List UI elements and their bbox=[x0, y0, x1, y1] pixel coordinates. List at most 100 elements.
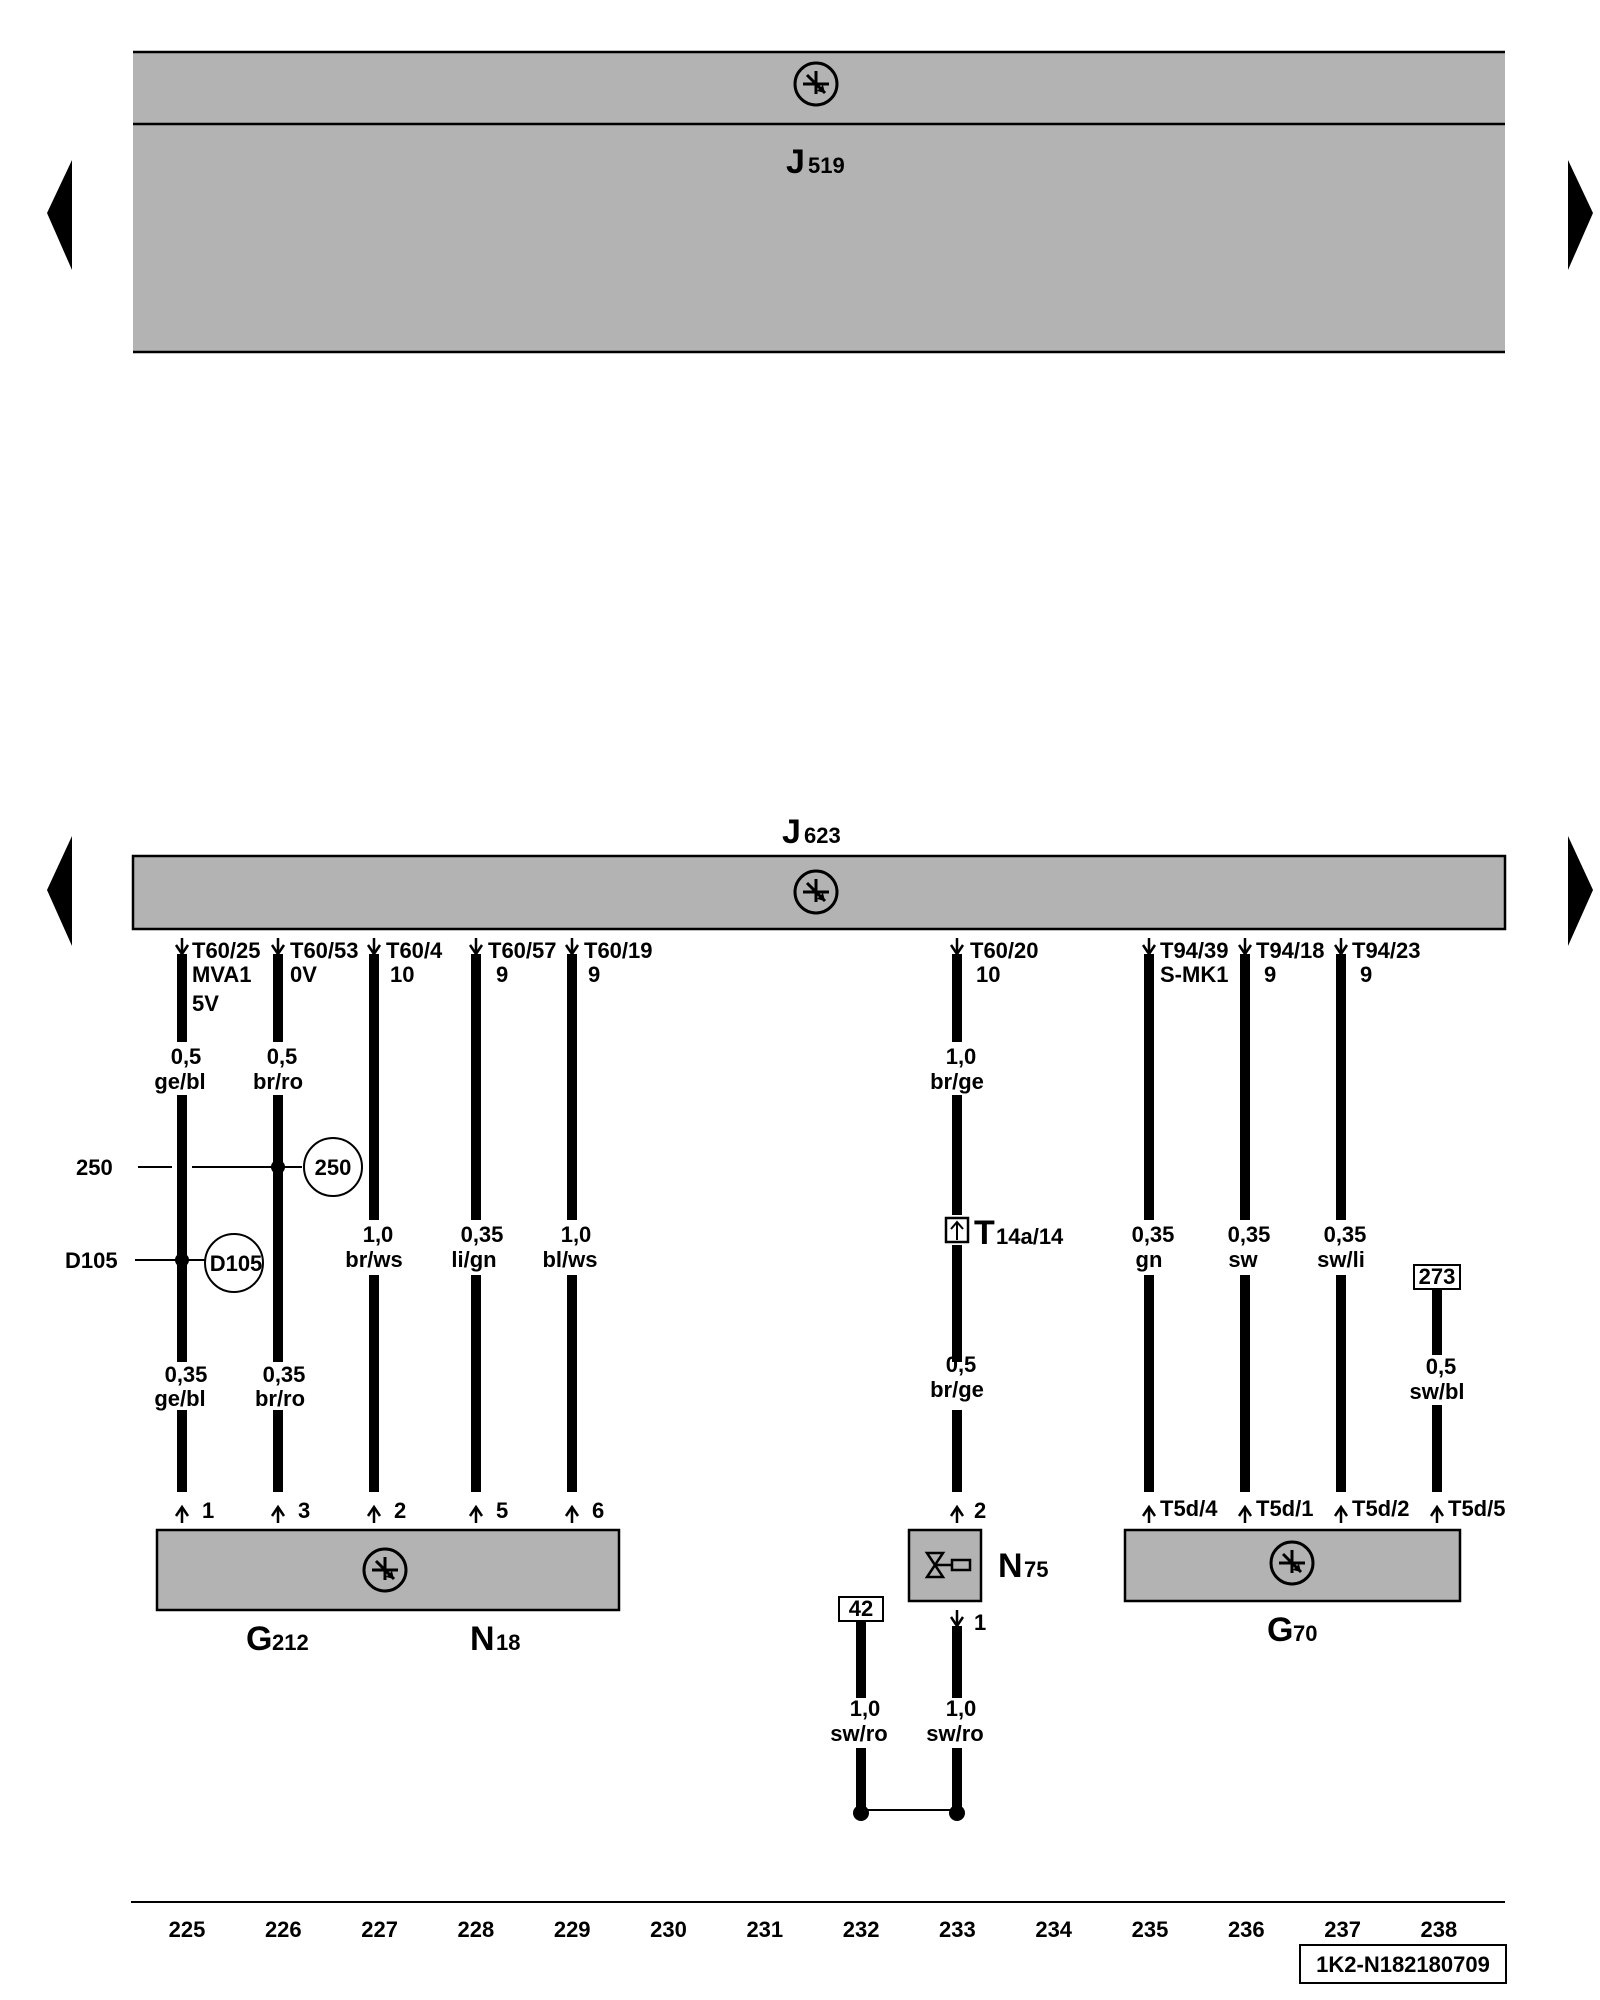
wire-color: sw/ro bbox=[926, 1721, 983, 1746]
wire-233[interactable]: T60/20 10 1,0 br/ge 0,5 br/ge 2 bbox=[930, 936, 1039, 1525]
wire-size: 0,35 bbox=[263, 1362, 306, 1387]
wire-size: 0,35 bbox=[165, 1362, 208, 1387]
wire-color: gn bbox=[1136, 1247, 1163, 1272]
wire-color: br/ge bbox=[930, 1377, 984, 1402]
pin-label: T60/20 bbox=[970, 938, 1039, 963]
wire-color: ge/bl bbox=[154, 1069, 205, 1094]
wire-225[interactable]: T60/25 MVA1 5V 0,5 ge/bl 0,35 ge/bl 1 bbox=[154, 936, 261, 1525]
pin-label: 9 bbox=[1264, 962, 1276, 987]
track-number: 230 bbox=[650, 1917, 687, 1942]
pin-label: T60/4 bbox=[386, 938, 443, 963]
component-g212-n18: G 212 N 18 bbox=[155, 1528, 621, 1658]
track-number: 237 bbox=[1324, 1917, 1361, 1942]
pin-label: T60/53 bbox=[290, 938, 359, 963]
pin-label: T94/18 bbox=[1256, 938, 1325, 963]
wire-228[interactable]: T60/57 9 0,35 li/gn 5 bbox=[451, 936, 557, 1525]
doc-id-label: 1K2-N182180709 bbox=[1316, 1952, 1490, 1977]
splice-circle-label: 250 bbox=[315, 1155, 352, 1180]
wire-color: br/ro bbox=[255, 1386, 305, 1411]
wire-size: 1,0 bbox=[850, 1696, 881, 1721]
wire-227[interactable]: T60/4 10 1,0 br/ws 2 bbox=[345, 936, 443, 1525]
pin-label: 5 bbox=[496, 1498, 508, 1523]
triangle-right-icon[interactable] bbox=[1568, 836, 1593, 946]
wire-238[interactable]: 273 0,5 sw/bl T5d/5 bbox=[1409, 1264, 1505, 1525]
wire-size: 1,0 bbox=[363, 1222, 394, 1247]
track-number: 234 bbox=[1035, 1917, 1072, 1942]
wire-size: 0,5 bbox=[1426, 1354, 1457, 1379]
g70-letter: G bbox=[1267, 1611, 1293, 1649]
pin-label: T5d/2 bbox=[1352, 1496, 1409, 1521]
reference-label: 273 bbox=[1419, 1264, 1456, 1289]
control-unit-j623: J 623 bbox=[131, 813, 1507, 931]
wire-226[interactable]: T60/53 0V 0,5 br/ro 0,35 br/ro 3 bbox=[253, 936, 359, 1525]
pin-label: 9 bbox=[496, 962, 508, 987]
track-number: 238 bbox=[1421, 1917, 1458, 1942]
component-n75: N 75 bbox=[907, 1528, 1048, 1603]
reference-box bbox=[838, 1596, 884, 1622]
wire-color: br/ro bbox=[253, 1069, 303, 1094]
pin-label: 5V bbox=[192, 991, 219, 1016]
j623-sub: 623 bbox=[804, 823, 841, 848]
wire-size: 0,35 bbox=[1228, 1222, 1271, 1247]
track-number: 228 bbox=[458, 1917, 495, 1942]
wire-237[interactable]: T94/23 9 0,35 sw/li T5d/2 bbox=[1317, 936, 1421, 1525]
wire-229[interactable]: T60/19 9 1,0 bl/ws 6 bbox=[542, 936, 653, 1525]
pin-label: T60/19 bbox=[584, 938, 653, 963]
g212-sub: 212 bbox=[272, 1630, 309, 1655]
g70-sub: 70 bbox=[1293, 1621, 1317, 1646]
pin-label: T60/25 bbox=[192, 938, 261, 963]
wire-color: li/gn bbox=[451, 1247, 496, 1272]
wire-232[interactable]: 42 1,0 sw/ro bbox=[830, 1596, 957, 1821]
wire-color: sw/li bbox=[1317, 1247, 1365, 1272]
wire-233-ground[interactable]: 1 1,0 sw/ro bbox=[926, 1608, 986, 1821]
triangle-left-icon[interactable] bbox=[47, 836, 72, 946]
splice-left-label: 250 bbox=[76, 1155, 113, 1180]
n18-letter: N bbox=[470, 1620, 495, 1658]
n75-letter: N bbox=[998, 1547, 1023, 1585]
connector-t14a: T 14a/14 bbox=[944, 1214, 1064, 1252]
pin-label: 9 bbox=[588, 962, 600, 987]
wire-size: 0,35 bbox=[461, 1222, 504, 1247]
track-number: 232 bbox=[843, 1917, 880, 1942]
track-number: 235 bbox=[1132, 1917, 1169, 1942]
component-g70: G 70 bbox=[1123, 1528, 1462, 1649]
g212-letter: G bbox=[246, 1620, 272, 1658]
splice-left-label: D105 bbox=[65, 1248, 118, 1273]
splice-d105: D105 D105 bbox=[65, 1233, 264, 1293]
j519-letter: J bbox=[786, 143, 805, 181]
track-number: 231 bbox=[746, 1917, 783, 1942]
wire-size: 0,5 bbox=[946, 1352, 977, 1377]
t14a-sub: 14a/14 bbox=[996, 1224, 1064, 1249]
pin-label: 3 bbox=[298, 1498, 310, 1523]
track-number: 229 bbox=[554, 1917, 591, 1942]
wire-size: 1,0 bbox=[561, 1222, 592, 1247]
pin-label: T94/39 bbox=[1160, 938, 1229, 963]
pin-label: 1 bbox=[202, 1498, 214, 1523]
wire-color: sw/bl bbox=[1409, 1379, 1464, 1404]
wire-color: sw bbox=[1228, 1247, 1258, 1272]
wire-236[interactable]: T94/18 9 0,35 sw T5d/1 bbox=[1228, 936, 1325, 1525]
wire-size: 0,35 bbox=[1324, 1222, 1367, 1247]
reference-label: 42 bbox=[849, 1596, 873, 1621]
triangle-left-icon[interactable] bbox=[47, 160, 72, 270]
wire-color: ge/bl bbox=[154, 1386, 205, 1411]
triangle-right-icon[interactable] bbox=[1568, 160, 1593, 270]
n18-sub: 18 bbox=[496, 1630, 520, 1655]
wire-size: 0,5 bbox=[267, 1044, 298, 1069]
track-number: 226 bbox=[265, 1917, 302, 1942]
n75-sub: 75 bbox=[1024, 1557, 1048, 1582]
wire-size: 1,0 bbox=[946, 1696, 977, 1721]
pin-label: 0V bbox=[290, 962, 317, 987]
pin-label: T5d/5 bbox=[1448, 1496, 1505, 1521]
splice-250: 250 250 bbox=[76, 1137, 363, 1197]
solenoid-valve-icon bbox=[924, 1551, 972, 1579]
wire-color: br/ge bbox=[930, 1069, 984, 1094]
wire-235[interactable]: T94/39 S-MK1 0,35 gn T5d/4 bbox=[1132, 936, 1229, 1525]
pin-label: 2 bbox=[974, 1498, 986, 1523]
pin-label: 1 bbox=[974, 1610, 986, 1635]
control-unit-j519: J 519 bbox=[133, 50, 1505, 354]
pin-label: 6 bbox=[592, 1498, 604, 1523]
pin-label: 10 bbox=[390, 962, 414, 987]
